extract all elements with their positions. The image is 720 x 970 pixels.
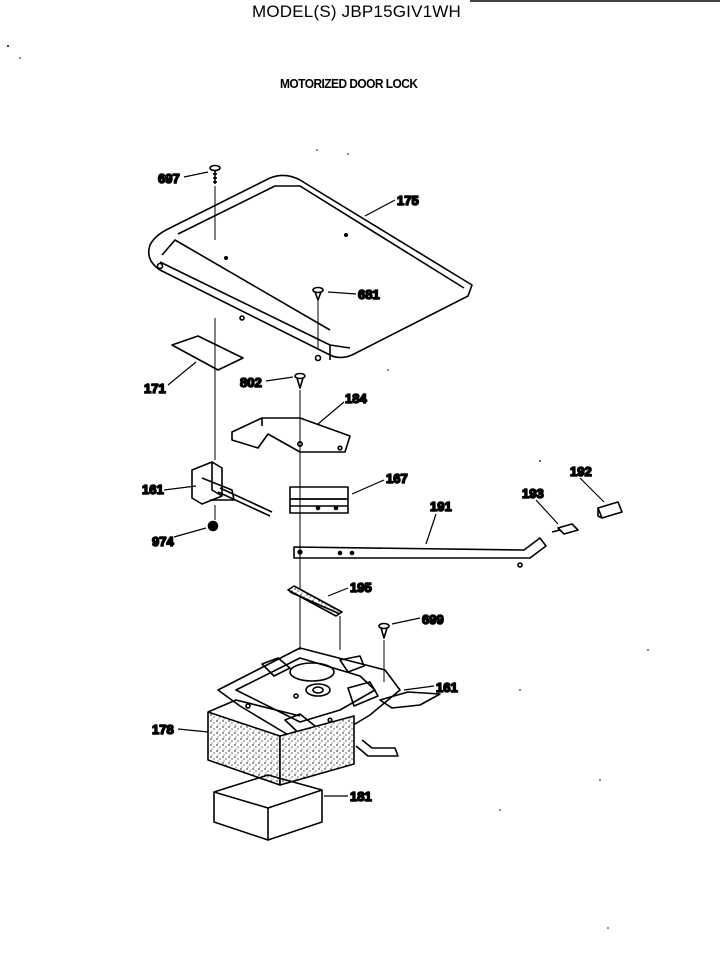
- callout-labels: 697 175 681 171 802 184 167 161 974 191 …: [141, 170, 592, 805]
- model-title: MODEL(S) JBP15GIV1WH: [252, 2, 461, 21]
- callout-184: 184: [345, 391, 367, 406]
- callout-681: 681: [358, 287, 380, 302]
- screw-697: [209, 164, 221, 240]
- callout-161-mechanism: 161: [436, 680, 458, 695]
- callout-161-switch: 161: [142, 482, 164, 497]
- callout-802: 802: [240, 375, 262, 390]
- insulation-pad-171: [171, 318, 244, 460]
- scan-specks: [7, 45, 649, 929]
- callout-191: 191: [430, 499, 452, 514]
- callout-178: 178: [152, 722, 174, 737]
- callout-167: 167: [386, 471, 408, 486]
- pin-193: [551, 523, 579, 535]
- motor-housing-178: [207, 699, 355, 786]
- cover-panel-175: [147, 174, 473, 362]
- block-181: [213, 774, 323, 841]
- callout-193: 193: [522, 486, 544, 501]
- strip-195: [287, 585, 343, 617]
- callout-181: 181: [350, 789, 372, 804]
- screw-681: [312, 286, 324, 350]
- screw-699: [378, 622, 390, 682]
- lock-mechanism-161: [217, 600, 441, 757]
- callout-697: 697: [158, 171, 180, 186]
- diagram-subtitle: MOTORIZED DOOR LOCK: [280, 76, 418, 91]
- lock-rod-191: [293, 537, 547, 568]
- callout-974: 974: [152, 534, 174, 549]
- nut-974: [207, 520, 219, 532]
- bracket-184: [231, 417, 351, 453]
- callout-192: 192: [570, 464, 592, 479]
- callout-175: 175: [397, 193, 419, 208]
- switch-161: [191, 461, 273, 520]
- callout-195: 195: [350, 580, 372, 595]
- callout-699: 699: [422, 612, 444, 627]
- leader-lines: [163, 171, 605, 797]
- callout-171: 171: [144, 381, 166, 396]
- guide-block-167: [289, 486, 349, 514]
- cap-192: [597, 501, 623, 519]
